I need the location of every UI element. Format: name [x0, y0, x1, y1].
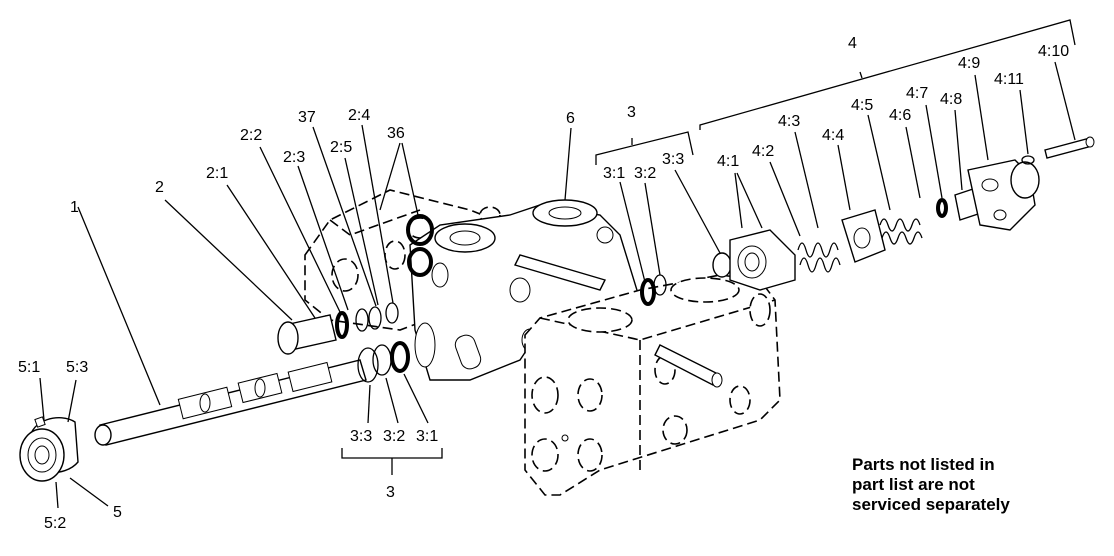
seal-rings-part-3-lower — [357, 341, 410, 383]
callout-4-4: 4:4 — [822, 127, 844, 144]
callout-4-9: 4:9 — [958, 55, 980, 72]
end-cap-part-5 — [19, 416, 79, 482]
callout-1: 1 — [70, 199, 79, 216]
callout-5-1: 5:1 — [18, 359, 40, 376]
callout-3-1-top: 3:1 — [603, 165, 625, 182]
callout-4-6: 4:6 — [889, 107, 911, 124]
callout-3-1-bottom: 3:1 — [416, 428, 438, 445]
spring-assembly-part-4 — [712, 136, 1095, 291]
callout-2-1: 2:1 — [206, 165, 228, 182]
callout-4-5: 4:5 — [851, 97, 873, 114]
leader-lines — [39, 61, 1076, 509]
callout-4-2: 4:2 — [752, 143, 774, 160]
callout-5-3: 5:3 — [66, 359, 88, 376]
spool-part-1 — [94, 359, 367, 446]
plug-assembly-part-2 — [277, 302, 399, 355]
callout-2-3: 2:3 — [283, 149, 305, 166]
callout-2-5: 2:5 — [330, 139, 352, 156]
callout-4-3: 4:3 — [778, 113, 800, 130]
service-note: Parts not listed in part list are not se… — [852, 455, 1010, 514]
callout-labels: 1 2 2:1 2:2 2:3 37 2:5 2:4 36 6 3 3:1 3:… — [18, 35, 1069, 532]
callout-4-8: 4:8 — [940, 91, 962, 108]
callout-2: 2 — [155, 179, 164, 196]
callout-4: 4 — [848, 35, 857, 52]
callout-3-3-bottom: 3:3 — [350, 428, 372, 445]
callout-36: 36 — [387, 125, 405, 142]
callout-2-2: 2:2 — [240, 127, 262, 144]
callout-3-2-bottom: 3:2 — [383, 428, 405, 445]
o-rings-part-36 — [406, 214, 434, 277]
callout-3-2-top: 3:2 — [634, 165, 656, 182]
note-line-1: Parts not listed in — [852, 455, 995, 474]
callout-2-4: 2:4 — [348, 107, 370, 124]
callout-3-top: 3 — [627, 104, 636, 121]
front-valve-section-dashed — [524, 274, 781, 496]
callout-5-2: 5:2 — [44, 515, 66, 532]
callout-37: 37 — [298, 109, 316, 126]
callout-4-10: 4:10 — [1038, 43, 1069, 60]
callout-3-3-top: 3:3 — [662, 151, 684, 168]
note-line-2: part list are not — [852, 475, 975, 494]
callout-5: 5 — [113, 504, 122, 521]
callout-4-7: 4:7 — [906, 85, 928, 102]
note-line-3: serviced separately — [852, 495, 1010, 514]
callout-4-1: 4:1 — [717, 153, 739, 170]
group-brackets — [341, 19, 1076, 475]
callout-6: 6 — [566, 110, 575, 127]
callout-4-11: 4:11 — [994, 71, 1024, 88]
callout-3-bottom: 3 — [386, 484, 395, 501]
